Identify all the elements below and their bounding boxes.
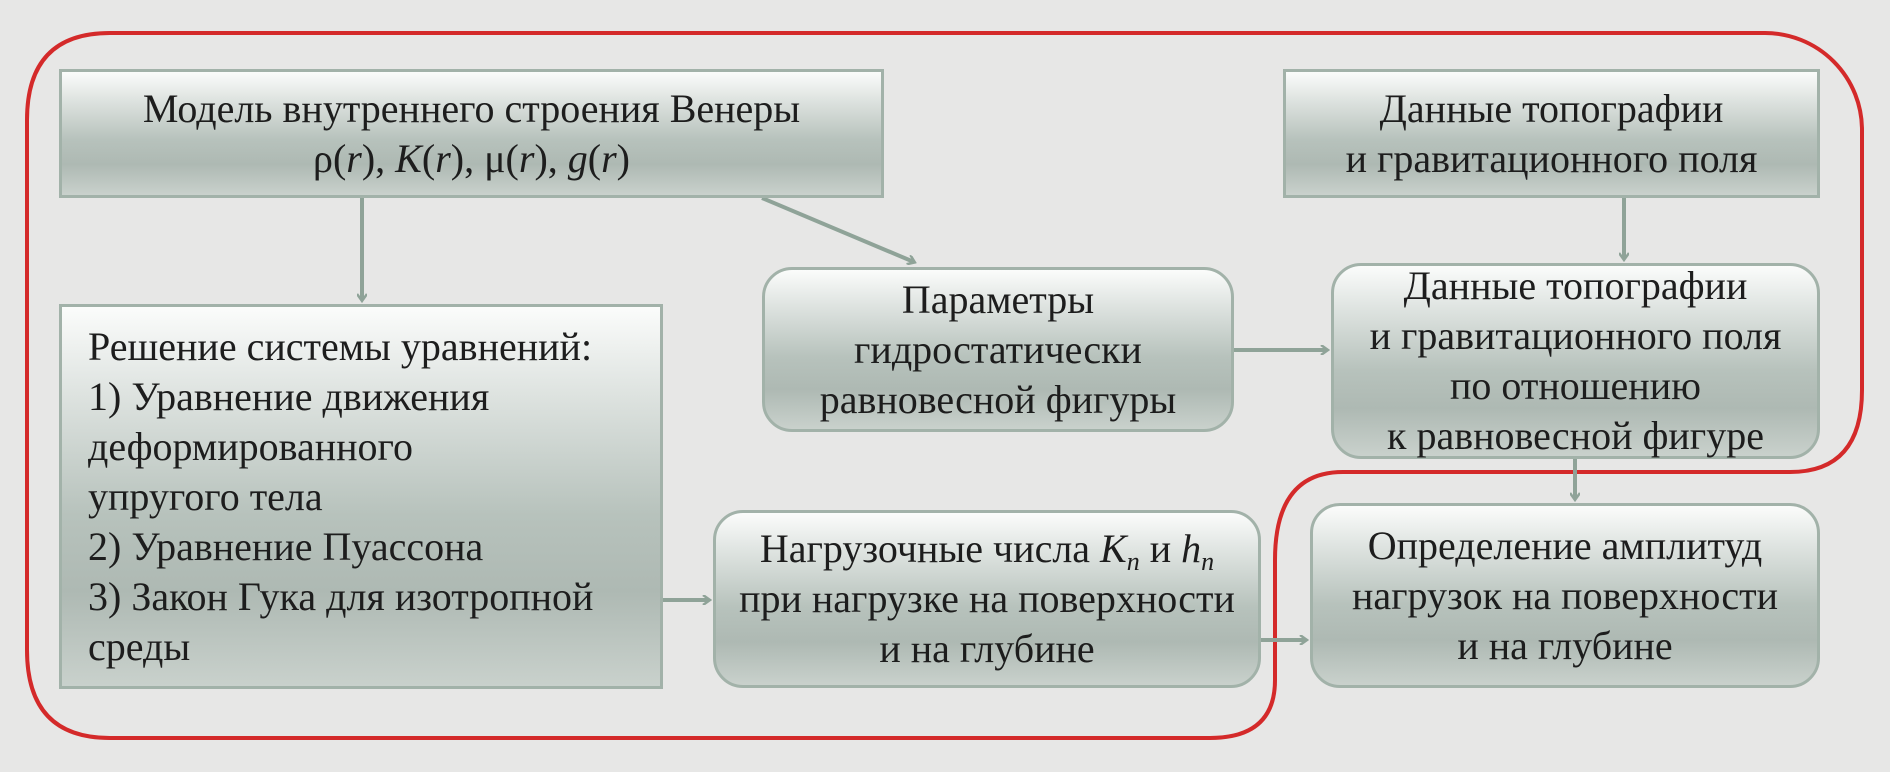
box-text: и на глубине [1457,622,1673,668]
equations-box: Решение системы уравнений: 1) Уравнение … [59,304,663,689]
feedback-loop [25,31,1864,740]
box-text: к равновесной фигуре [1387,413,1764,458]
box-text: Данные топографии [1379,85,1724,131]
load-numbers-title: Нагрузочные числа Kn и hn [759,526,1215,576]
topography-data-box: Данные топографии и гравитационного поля [1283,69,1820,198]
venus-model-functions: ρ(r), K(r), μ(r), g(r) [312,135,630,181]
box-text: Параметры [901,276,1095,322]
venus-model-title: Модель внутреннего строения Венеры [142,85,801,131]
box-text: нагрузок на поверхности [1351,572,1779,618]
box-text: деформированного [88,423,413,469]
box-text: гидростатически [854,326,1142,372]
box-text: 3) Закон Гука для изотропной [88,573,594,619]
venus-model-box: Модель внутреннего строения Венеры ρ(r),… [59,69,884,198]
box-text: 2) Уравнение Пуассона [88,523,484,569]
box-text: Решение системы уравнений: [88,323,593,369]
load-numbers-box: Нагрузочные числа Kn и hn при нагрузке н… [713,510,1261,688]
box-text: Определение амплитуд [1367,522,1763,568]
box-text: и гравитационного поля [1345,135,1758,181]
arrow-model-to-hydrostatic [761,196,914,262]
box-text: среды [88,623,191,669]
box-text: 1) Уравнение движения [88,373,490,419]
box-text: равновесной фигуры [819,376,1177,422]
hydrostatic-parameters-box: Параметры гидростатически равновесной фи… [762,267,1234,432]
box-text: и гравитационного поля [1369,313,1782,358]
amplitudes-box: Определение амплитуд нагрузок на поверхн… [1310,503,1820,688]
box-text: Данные топографии [1403,263,1748,308]
relative-topography-box: Данные топографии и гравитационного поля… [1331,263,1820,459]
box-text: при нагрузке на поверхности [739,576,1235,621]
box-text: по отношению [1449,363,1701,408]
box-text: упругого тела [88,473,323,519]
box-text: и на глубине [879,626,1095,671]
